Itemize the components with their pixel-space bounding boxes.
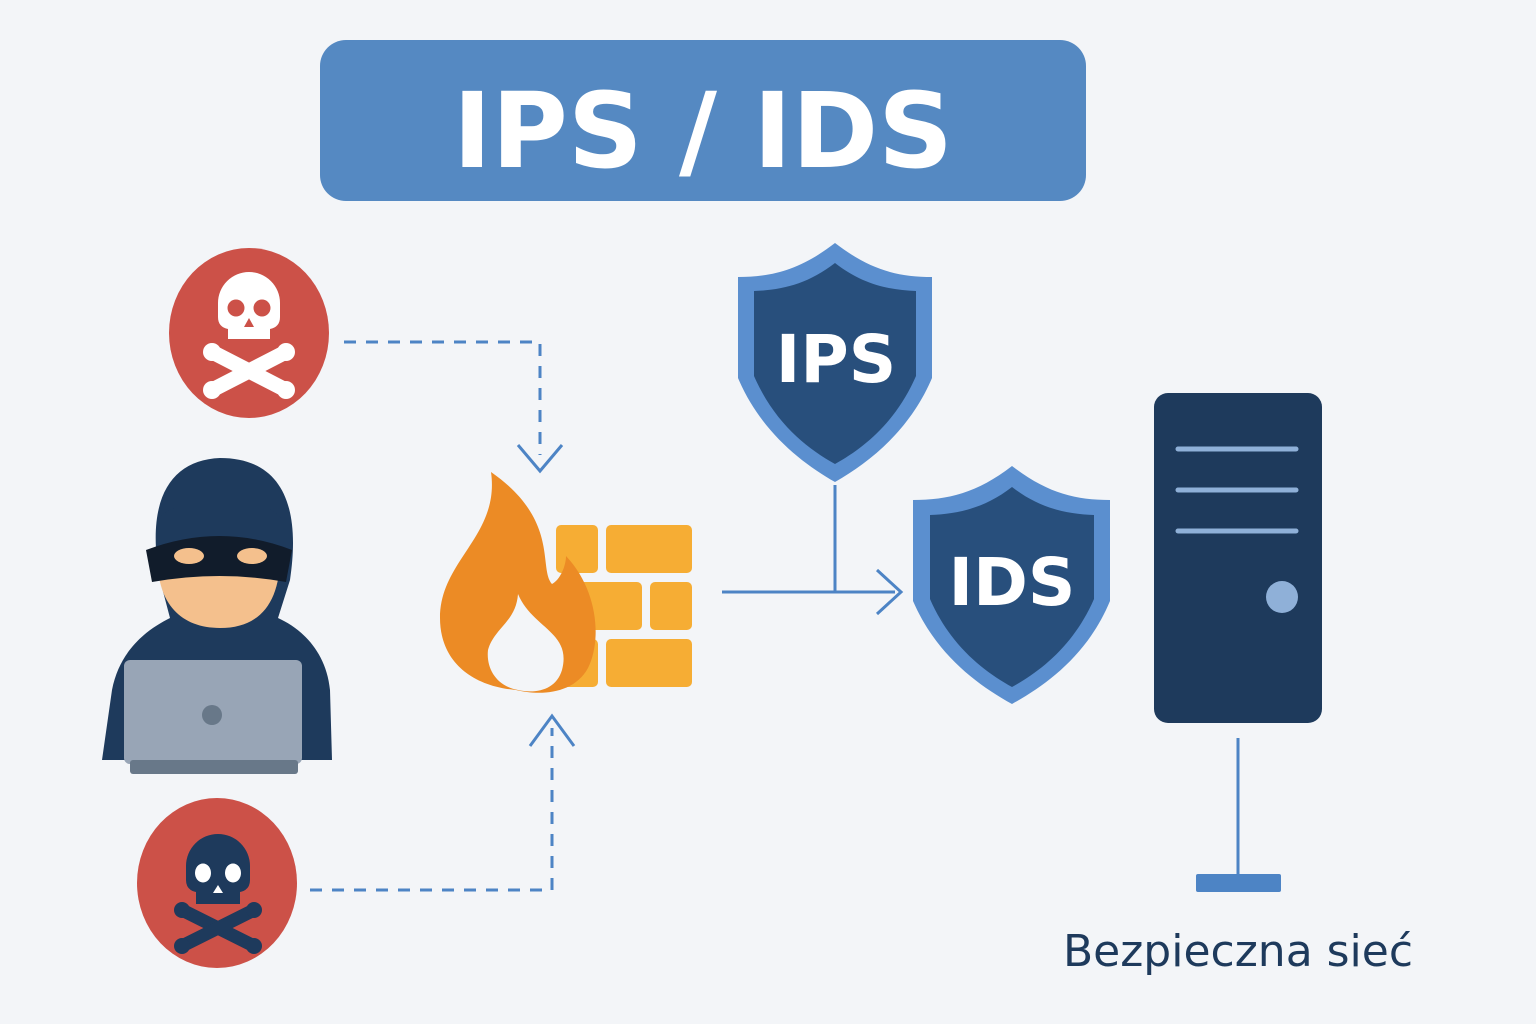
- server-tower-icon: [1154, 393, 1322, 723]
- laptop-base: [130, 760, 298, 774]
- hacker-laptop-icon: [102, 458, 332, 774]
- network-label: Bezpieczna sieć: [1063, 926, 1413, 977]
- server-body: [1154, 393, 1322, 723]
- firewall-flame-icon: [440, 472, 692, 693]
- title-banner: IPS / IDS: [320, 40, 1086, 201]
- firewall-flame-core: [487, 594, 564, 692]
- skull-crossbones-icon: [174, 834, 262, 954]
- arrowhead-right-icon: [875, 568, 904, 616]
- dashed-line-top-threat: [344, 340, 542, 455]
- ids-shield-label: IDS: [949, 544, 1076, 621]
- firewall-flame: [440, 472, 596, 693]
- hacker-hood-shadow: [158, 501, 282, 548]
- server-power-button: [1266, 581, 1298, 613]
- dashed-line-bottom-threat: [310, 728, 554, 892]
- threat-bottom: [137, 798, 297, 968]
- skull-crossbones-icon: [203, 272, 295, 399]
- threat-top: [169, 248, 329, 418]
- network-base: [1196, 874, 1281, 892]
- title-text: IPS / IDS: [453, 70, 953, 192]
- connectors: [310, 340, 1240, 892]
- ips-shield-inner: [754, 263, 916, 464]
- ips-shield: IPS: [738, 243, 932, 482]
- arrowhead-up-icon: [528, 713, 576, 747]
- title-bar: [320, 40, 1086, 201]
- arrowhead-down-icon: [516, 444, 564, 474]
- ids-shield-inner: [930, 487, 1094, 687]
- hacker-mask: [146, 536, 292, 582]
- ids-shield: IDS: [913, 466, 1110, 704]
- laptop-logo: [202, 705, 222, 725]
- ips-shield-label: IPS: [776, 321, 896, 398]
